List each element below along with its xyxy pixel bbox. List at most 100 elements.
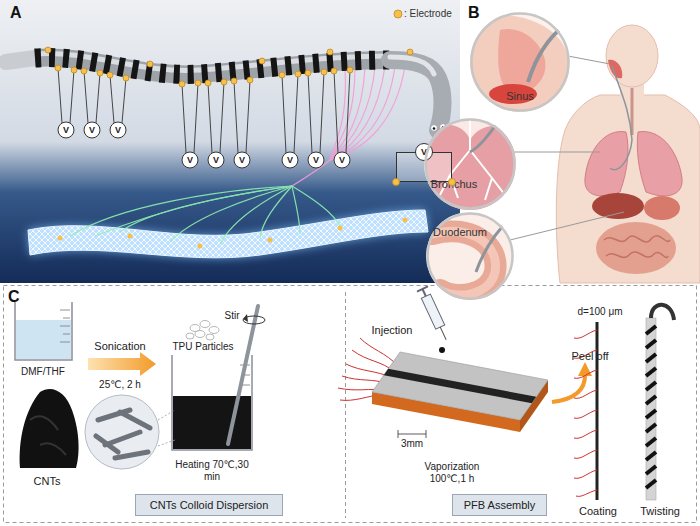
peel-off-arrow [578,362,592,376]
voltmeter-label: V [115,125,121,135]
electrode-dots [347,67,353,73]
twisted-fiber [646,326,656,334]
human-body [585,132,628,196]
voltmeter-wires [308,73,312,153]
voltmeter-wires [122,78,126,123]
nerve-fibers [70,186,340,244]
coated-fiber [574,450,597,458]
circle-outline [426,120,515,209]
sensing-fabric [403,218,408,223]
mold [372,352,548,420]
electrode-dots [327,49,333,55]
human-body [556,95,700,283]
box-label: CNTs Colloid Dispersion [150,499,269,512]
panel-c-frame [4,286,697,523]
sensing-fabric [58,236,63,241]
duodenum-illustration [426,212,514,300]
process-label: Coating [579,505,617,518]
inset-electrodes [393,179,400,186]
tpu-particles [186,321,219,341]
voltmeter-circles [84,122,100,138]
coated-fiber [574,470,597,478]
sinus-illustration [470,12,570,112]
site-label: Bronchus [431,178,477,191]
process-label: Vaporization 100℃,1 h [410,461,494,484]
syringe [417,286,452,342]
nerve-fibers [170,186,292,242]
process-label: Sonication [94,340,145,353]
voltmeter-circles [282,152,298,168]
cnt-zoom [85,395,175,469]
process-label: d=100 μm [578,306,623,318]
panel-letter: B [468,4,480,22]
twisted-fiber [646,305,674,500]
twisted-fiber [646,452,656,460]
cnt-powder [20,389,79,468]
syringe [421,294,444,329]
twisted-fiber [646,326,656,488]
voltmeter-wires [282,75,286,153]
leader-lines [568,56,610,64]
voltmeter-wires [320,72,324,153]
cnt-powder [20,389,79,468]
sensing-fabric [28,210,428,258]
twisted-fiber [646,396,656,404]
electrode-dots [221,79,227,85]
syringe [417,286,428,291]
process-label: TPU Particles [172,341,233,353]
legend-label: : Electrode [404,8,452,20]
electrode-dots [279,72,285,78]
probe-eyes [431,125,437,131]
process-label: Peel off [571,350,608,363]
electrode-dots [147,61,153,67]
tpu-particles [206,334,214,340]
electrode-dots [331,68,337,74]
sonication-arrow [88,352,156,376]
electrode-dots [71,67,77,73]
voltmeter-wires [58,68,350,153]
sensing-fabric [268,238,273,243]
process-label: CNTs [34,475,61,488]
voltmeter-wires [182,84,186,153]
panel-c-frame [345,292,346,518]
human-body [556,25,700,283]
circle-outline [428,214,513,299]
duodenum-illustration [432,231,496,295]
peel-off-arrow [552,362,592,402]
electrode-dots [321,69,327,75]
sensing-fabric [198,244,203,249]
voltmeter-wires [346,70,350,153]
voltmeter-wires [110,75,114,123]
electrode-dots [195,80,201,86]
inset-electrodes [393,179,456,186]
nerve-fibers [330,66,395,160]
electrode-dots [231,78,237,84]
coated-fiber [574,330,597,338]
twisted-fiber [651,305,674,320]
voltmeter-wires [294,74,298,153]
nerve-fibers [260,186,292,238]
voltmeter-circles [208,152,224,168]
duodenum-illustration [426,212,515,300]
sensing-fabric [28,210,428,258]
box-label: PFB Assembly [464,499,536,512]
solvent-beaker [60,310,70,342]
panel-a-background [0,0,700,283]
sinus-illustration [470,12,570,112]
twisted-fiber [646,424,656,432]
process-label: Injection [372,324,413,337]
catheter-probe [35,58,390,75]
coated-fiber [574,322,597,500]
panel-letter: C [8,288,20,306]
twisted-fiber [646,480,656,488]
twisted-fiber [646,466,656,474]
voltmeter-label: V [89,125,95,135]
catheter-probe [390,57,434,74]
twisted-fiber [646,340,656,348]
nerve-fibers [70,186,292,236]
human-body [596,222,676,274]
cnt-zoom [158,410,175,420]
